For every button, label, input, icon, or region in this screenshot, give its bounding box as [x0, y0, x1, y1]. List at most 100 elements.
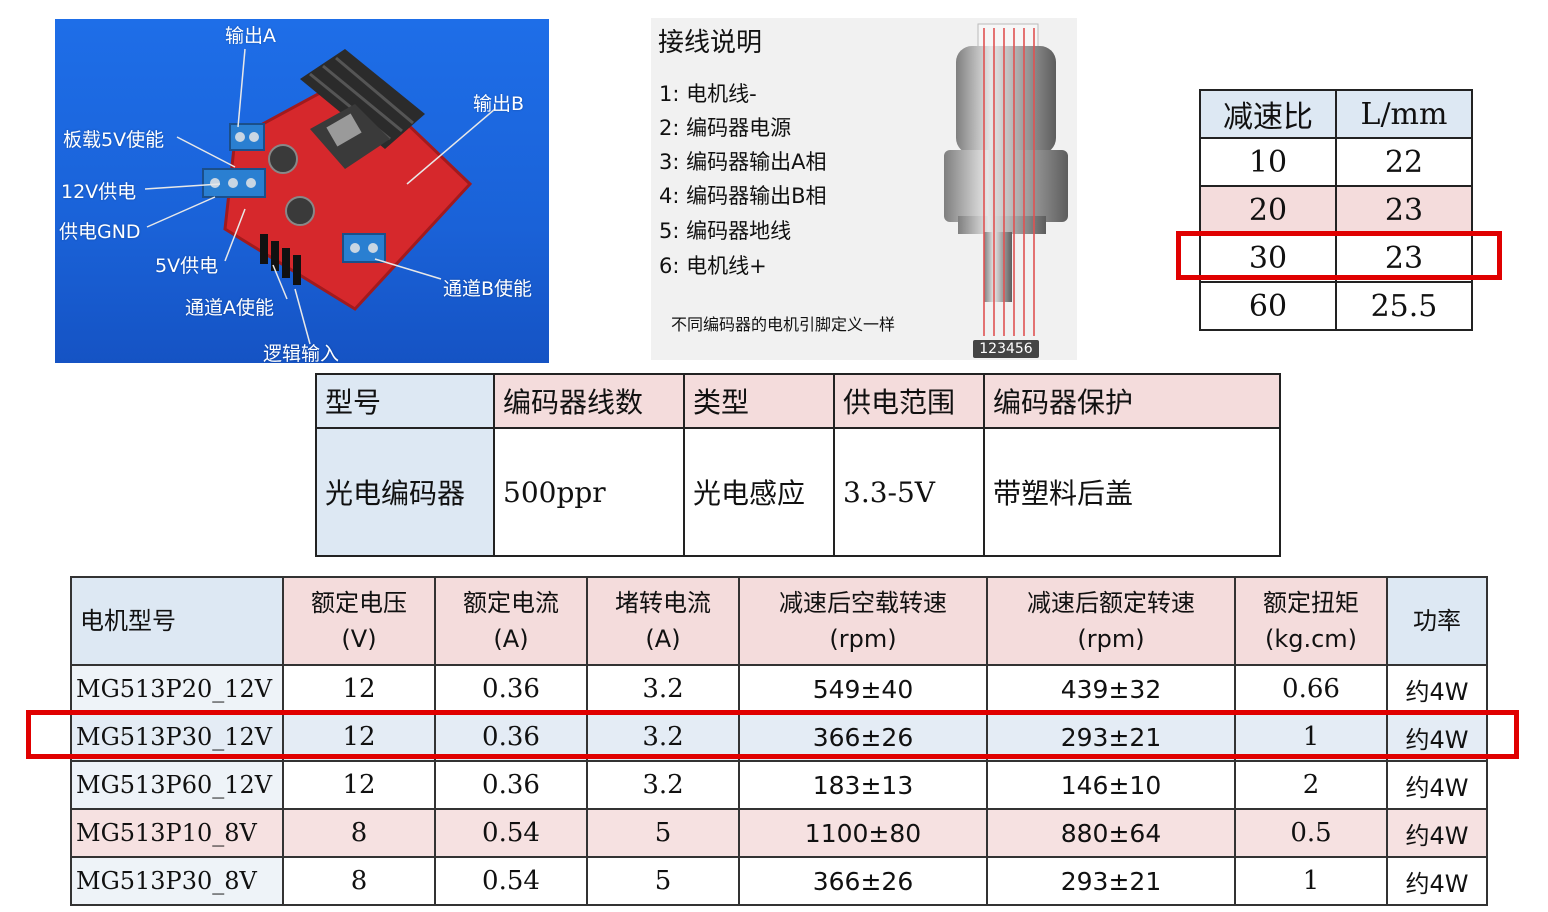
encoder-header-model: 型号 — [315, 373, 495, 429]
table-row: 30 23 — [1199, 233, 1473, 283]
header-text: 额定扭矩 — [1263, 589, 1359, 617]
encoder-header-supply: 供电范围 — [833, 373, 985, 429]
wiring-note: 不同编码器的电机引脚定义一样 — [671, 315, 896, 334]
motor-header-current: 额定电流 (A) — [434, 576, 588, 666]
encoder-table: 型号 编码器线数 类型 供电范围 编码器保护 光电编码器 500ppr 光电感应… — [315, 373, 1281, 557]
header-text: 额定电流 — [463, 589, 559, 617]
label-output-b: 输出B — [473, 93, 525, 115]
table-cell: MG513P60_12V — [70, 760, 284, 810]
label-5v-supply: 5V供电 — [155, 255, 219, 277]
table-cell: 23 — [1335, 233, 1473, 283]
table-cell: 12 — [282, 712, 436, 762]
wiring-line-4: 4: 编码器输出B相 — [659, 184, 827, 208]
table-cell: 约4W — [1386, 760, 1488, 810]
wiring-line-5: 5: 编码器地线 — [659, 219, 792, 243]
table-cell: 0.54 — [434, 856, 588, 906]
table-cell: MG513P30_12V — [70, 712, 284, 762]
table-cell: 5 — [586, 856, 740, 906]
table-cell: 约4W — [1386, 856, 1488, 906]
table-row: MG513P30_8V 8 0.54 5 366±26 293±21 1 约4W — [70, 856, 1488, 906]
wiring-line-2: 2: 编码器电源 — [659, 116, 792, 140]
encoder-header-lines: 编码器线数 — [493, 373, 685, 429]
motor-header-rated-speed: 减速后额定转速(rpm) — [986, 576, 1236, 666]
motor-header-voltage: 额定电压 (V) — [282, 576, 436, 666]
ratio-highlight-box — [1176, 231, 1502, 280]
table-cell: 146±10 — [986, 760, 1236, 810]
motor-header-model: 电机型号 — [70, 576, 284, 666]
ratio-header-row: 减速比 L/mm — [1199, 89, 1473, 139]
motor-header-power: 功率 — [1386, 576, 1488, 666]
table-row: 光电编码器 500ppr 光电感应 3.3-5V 带塑料后盖 — [315, 427, 1281, 557]
table-cell: 带塑料后盖 — [983, 427, 1281, 557]
table-cell: 约4W — [1386, 664, 1488, 714]
table-cell: 880±64 — [986, 808, 1236, 858]
header-text: 功率 — [1413, 607, 1461, 635]
label-12v-supply: 12V供电 — [61, 181, 137, 203]
header-unit: (kg.cm) — [1264, 625, 1358, 653]
table-cell: 3.3-5V — [833, 427, 985, 557]
header-unit: (A) — [493, 625, 529, 653]
pin-order-tag: 123456 — [973, 340, 1039, 358]
table-cell: 0.36 — [434, 760, 588, 810]
table-cell: 3.2 — [586, 664, 740, 714]
table-cell: 光电感应 — [683, 427, 835, 557]
table-cell: 183±13 — [738, 760, 988, 810]
header-text: 电机型号 — [80, 607, 176, 635]
table-cell: 0.5 — [1234, 808, 1388, 858]
table-cell: 0.54 — [434, 808, 588, 858]
table-cell: 20 — [1199, 185, 1337, 235]
motor-header-stall-current: 堵转电流 (A) — [586, 576, 740, 666]
header-text: 堵转电流 — [615, 589, 711, 617]
motor-header-row: 电机型号 额定电压(V) 额定电流(A) 堵转电流(A) 减速后空载转速(rpm… — [70, 576, 1488, 666]
table-row: MG513P30_12V 12 0.36 3.2 366±26 293±21 1… — [70, 712, 1488, 762]
encoder-header-protection: 编码器保护 — [983, 373, 1281, 429]
header-text: 额定电压 — [311, 589, 407, 617]
motor-header-torque: 额定扭矩 (kg.cm) — [1234, 576, 1388, 666]
table-cell: 光电编码器 — [315, 427, 495, 557]
table-cell: 439±32 — [986, 664, 1236, 714]
table-cell: 500ppr — [493, 427, 685, 557]
wiring-panel: 接线说明 1: 电机线- 2: 编码器电源 3: 编码器输出A相 4: 编码器输… — [651, 18, 1077, 360]
table-cell: 10 — [1199, 137, 1337, 187]
label-channel-a-enable: 通道A使能 — [185, 297, 274, 319]
header-unit: (A) — [645, 625, 681, 653]
table-cell: 366±26 — [738, 856, 988, 906]
table-cell: 0.36 — [434, 664, 588, 714]
label-channel-b-enable: 通道B使能 — [443, 278, 533, 300]
encoder-motor-illustration — [944, 23, 1068, 336]
header-unit: (V) — [341, 625, 377, 653]
wiring-line-6: 6: 电机线+ — [659, 254, 767, 278]
table-cell: 约4W — [1386, 808, 1488, 858]
table-row: 20 23 — [1199, 185, 1473, 235]
driver-board-illustration — [144, 48, 496, 345]
table-cell: 1 — [1234, 856, 1388, 906]
table-cell: 约4W — [1386, 712, 1488, 762]
table-cell: 366±26 — [738, 712, 988, 762]
table-cell: 1 — [1234, 712, 1388, 762]
label-output-a: 输出A — [225, 25, 276, 47]
table-row: MG513P60_12V 12 0.36 3.2 183±13 146±10 2… — [70, 760, 1488, 810]
encoder-header-type: 类型 — [683, 373, 835, 429]
label-supply-gnd: 供电GND — [59, 221, 141, 243]
table-cell: 60 — [1199, 281, 1337, 331]
table-cell: 12 — [282, 760, 436, 810]
table-cell: 23 — [1335, 185, 1473, 235]
table-row: MG513P20_12V 12 0.36 3.2 549±40 439±32 0… — [70, 664, 1488, 714]
table-cell: 0.36 — [434, 712, 588, 762]
motor-header-noload-speed: 减速后空载转速(rpm) — [738, 576, 988, 666]
header-text: 减速后空载转速 — [779, 589, 947, 617]
table-cell: 12 — [282, 664, 436, 714]
table-cell: 293±21 — [986, 712, 1236, 762]
header-unit: (rpm) — [1077, 625, 1145, 653]
ratio-header-length: L/mm — [1335, 89, 1473, 139]
encoder-header-row: 型号 编码器线数 类型 供电范围 编码器保护 — [315, 373, 1281, 429]
table-cell: 8 — [282, 808, 436, 858]
ratio-table: 减速比 L/mm 10 22 20 23 30 23 60 25.5 — [1199, 89, 1473, 331]
table-row: MG513P10_8V 8 0.54 5 1100±80 880±64 0.5 … — [70, 808, 1488, 858]
label-logic-input: 逻辑输入 — [263, 343, 340, 363]
table-cell: 5 — [586, 808, 740, 858]
table-cell: 549±40 — [738, 664, 988, 714]
table-cell: MG513P10_8V — [70, 808, 284, 858]
table-cell: MG513P30_8V — [70, 856, 284, 906]
label-onboard-5v-enable: 板载5V使能 — [63, 129, 165, 151]
